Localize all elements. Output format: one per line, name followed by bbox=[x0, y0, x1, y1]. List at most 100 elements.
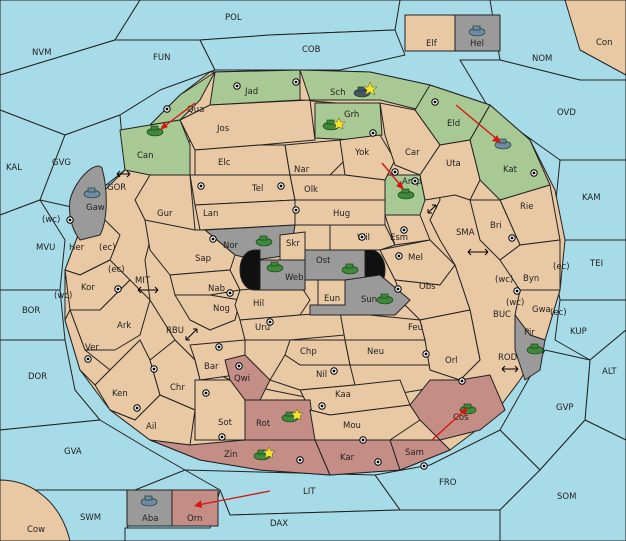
label-coast-wc-her: (wc) bbox=[42, 215, 60, 225]
army-unit-pir[interactable] bbox=[526, 343, 544, 355]
label-GVP: GVP bbox=[556, 403, 574, 413]
army-unit-ost[interactable] bbox=[341, 263, 359, 275]
label-Tel: Tel bbox=[251, 184, 263, 194]
supply-center-grh bbox=[369, 129, 377, 137]
region-Olk[interactable] bbox=[289, 174, 386, 201]
label-Aba: Aba bbox=[142, 514, 158, 524]
army-unit-amp[interactable] bbox=[397, 188, 415, 200]
label-Web: Web bbox=[285, 273, 304, 283]
supply-center-mel bbox=[395, 252, 403, 260]
label-Zin: Zin bbox=[224, 450, 238, 460]
region-Uta[interactable] bbox=[419, 139, 481, 201]
army-unit-web[interactable] bbox=[266, 261, 284, 273]
label-DOR: DOR bbox=[28, 372, 47, 382]
army-unit-gaw[interactable] bbox=[83, 187, 101, 199]
label-SOM: SOM bbox=[557, 492, 576, 502]
region-Ark[interactable] bbox=[69, 279, 151, 351]
army-unit-sun[interactable] bbox=[376, 293, 394, 305]
region-Byn[interactable] bbox=[499, 239, 561, 291]
region-Cos[interactable] bbox=[409, 374, 506, 441]
label-Gur: Gur bbox=[157, 209, 173, 219]
supply-center-kat bbox=[530, 169, 538, 177]
star-icon-rot bbox=[290, 408, 304, 421]
label-Skr: Skr bbox=[286, 239, 300, 249]
label-KAL: KAL bbox=[6, 163, 22, 173]
label-Pir: Pir bbox=[524, 328, 535, 338]
label-FUN: FUN bbox=[153, 53, 170, 63]
label-BUC: BUC bbox=[493, 310, 511, 320]
supply-center-her bbox=[66, 216, 74, 224]
passage-arrow-mit bbox=[137, 286, 159, 294]
supply-center-mou bbox=[359, 436, 367, 444]
label-Eun: Eun bbox=[324, 294, 340, 304]
supply-center-kor bbox=[114, 285, 122, 293]
supply-center-chr bbox=[150, 365, 158, 373]
label-Elf: Elf bbox=[426, 39, 438, 49]
label-Car: Car bbox=[405, 148, 420, 158]
region-Gaw[interactable] bbox=[69, 165, 107, 241]
region-Nab[interactable] bbox=[169, 269, 241, 296]
label-Lan: Lan bbox=[203, 209, 218, 219]
label-Hug: Hug bbox=[333, 209, 350, 219]
label-Con: Con bbox=[596, 38, 613, 48]
region-MVU[interactable] bbox=[0, 199, 66, 291]
passage-arrow-rbu bbox=[185, 328, 198, 341]
label-Cos: Cos bbox=[453, 413, 469, 423]
region-Ost[interactable] bbox=[304, 249, 366, 281]
region-Orn[interactable] bbox=[171, 489, 219, 527]
region-COB[interactable] bbox=[199, 29, 406, 71]
label-coast-wc-gwa: (wc) bbox=[506, 298, 524, 308]
label-Nar: Nar bbox=[294, 165, 310, 175]
label-TEI: TEI bbox=[589, 259, 603, 269]
region-Kar[interactable] bbox=[314, 439, 401, 476]
supply-center-kaa bbox=[318, 402, 326, 410]
label-LIT: LIT bbox=[303, 487, 316, 497]
region-Can[interactable] bbox=[119, 119, 191, 176]
supply-center-obs bbox=[394, 285, 402, 293]
order-arrow-lit-orn bbox=[194, 490, 271, 508]
fleet-unit-sch[interactable] bbox=[353, 86, 371, 98]
label-ALT: ALT bbox=[602, 367, 617, 377]
region-Sap[interactable] bbox=[144, 219, 236, 276]
label-Elc: Elc bbox=[218, 158, 231, 168]
fleet-unit-hel[interactable] bbox=[468, 25, 486, 37]
label-BOR: BOR bbox=[22, 306, 40, 316]
label-Bri: Bri bbox=[490, 221, 502, 231]
region-Neu[interactable] bbox=[344, 339, 431, 366]
supply-center-feu bbox=[422, 350, 430, 358]
region-Con[interactable] bbox=[564, 0, 626, 76]
supply-center-nor bbox=[209, 235, 217, 243]
label-Ark: Ark bbox=[117, 321, 131, 331]
label-Ken: Ken bbox=[112, 389, 128, 399]
supply-center-wil bbox=[358, 233, 366, 241]
star-icon-zin bbox=[262, 446, 276, 459]
supply-center-orl bbox=[458, 377, 466, 385]
region-DAX[interactable] bbox=[124, 489, 501, 541]
army-unit-can[interactable] bbox=[146, 125, 164, 137]
supply-center-esm bbox=[400, 226, 408, 234]
label-Mel: Mel bbox=[408, 253, 423, 263]
label-Orn: Orn bbox=[187, 514, 202, 524]
region-Nar[interactable] bbox=[284, 139, 346, 176]
region-center-west-cap bbox=[239, 249, 261, 291]
label-Sot: Sot bbox=[218, 418, 233, 428]
label-Grh: Grh bbox=[344, 110, 359, 120]
supply-center-hug bbox=[292, 206, 300, 214]
region-Sam[interactable] bbox=[389, 439, 451, 471]
fleet-unit-kat[interactable] bbox=[494, 138, 512, 150]
supply-center-olk bbox=[277, 182, 285, 190]
label-MIT: MIT bbox=[135, 276, 151, 286]
supply-center-uru bbox=[215, 343, 223, 351]
army-unit-nor[interactable] bbox=[255, 235, 273, 247]
label-Qua: Qua bbox=[187, 105, 204, 115]
order-arrow-yok-amp bbox=[381, 162, 404, 190]
label-NVM: NVM bbox=[32, 48, 52, 58]
fleet-unit-aba[interactable] bbox=[140, 495, 158, 507]
supply-center-sot bbox=[218, 433, 226, 441]
region-Nog[interactable] bbox=[174, 294, 241, 331]
label-Gwa: Gwa bbox=[532, 305, 551, 315]
label-Her: Her bbox=[69, 243, 85, 253]
region-Elc[interactable] bbox=[194, 144, 291, 176]
region-DOR[interactable] bbox=[0, 339, 101, 431]
label-Chr: Chr bbox=[170, 383, 185, 393]
